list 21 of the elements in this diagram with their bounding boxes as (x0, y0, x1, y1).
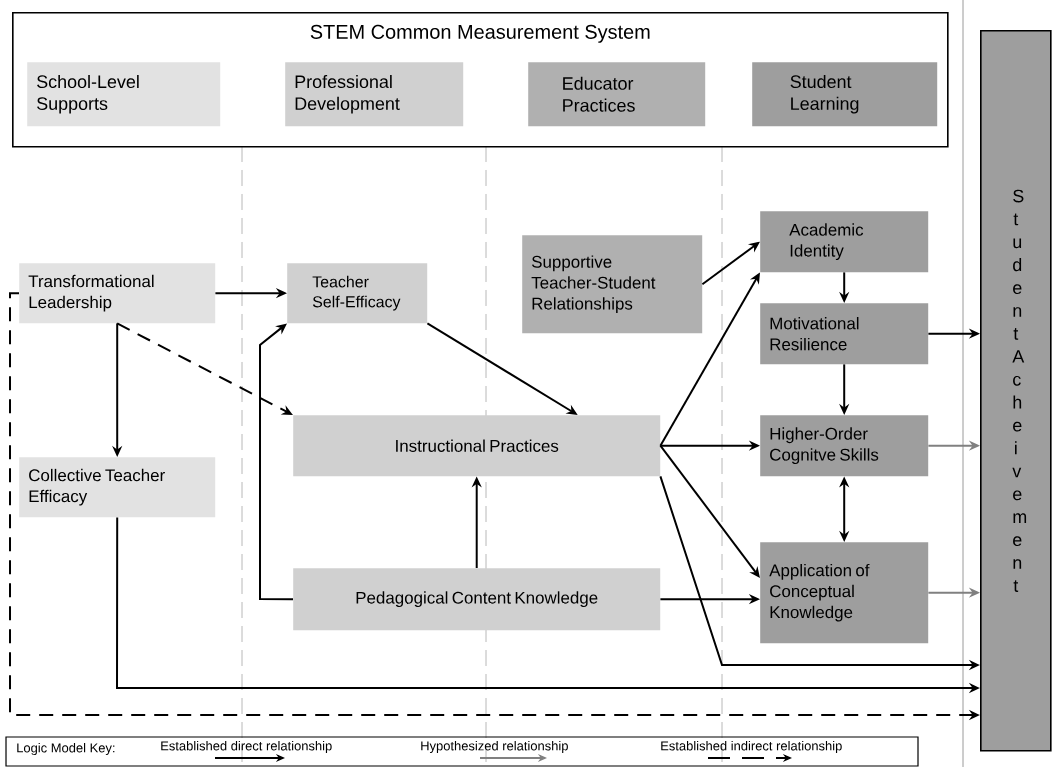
category-box: Professional Development (285, 62, 464, 127)
process-box: Application of Conceptual Knowledge (760, 542, 929, 644)
process-box: Instructional Practices (293, 415, 661, 477)
category-box: Educator Practices (528, 62, 706, 127)
arrow (659, 444, 760, 578)
process-box: Motivational Resilience (760, 303, 929, 365)
outcome-bar: Student Acheivement (980, 30, 1052, 752)
process-box: Academic Identity (760, 211, 929, 273)
process-box: Collective Teacher Efficacy (19, 457, 216, 518)
legend-text: Established indirect relationship (661, 740, 842, 754)
process-box: Pedagogical Content Knowledge (293, 568, 661, 631)
process-box: Higher-Order Cognitve Skills (760, 415, 929, 477)
process-box: Transformational Leadership (19, 263, 216, 324)
category-box: Student Learning (752, 62, 938, 127)
category-box: School-Level Supports (27, 62, 221, 127)
process-box: Supportive Teacher-Student Relationships (522, 235, 703, 334)
process-box: Teacher Self-Efficacy (287, 263, 428, 324)
legend-text: Established direct relationship (161, 740, 332, 754)
key-title: Logic Model Key: (17, 742, 115, 756)
arrow (259, 323, 294, 601)
legend-text: Hypothesized relationship (421, 740, 568, 754)
